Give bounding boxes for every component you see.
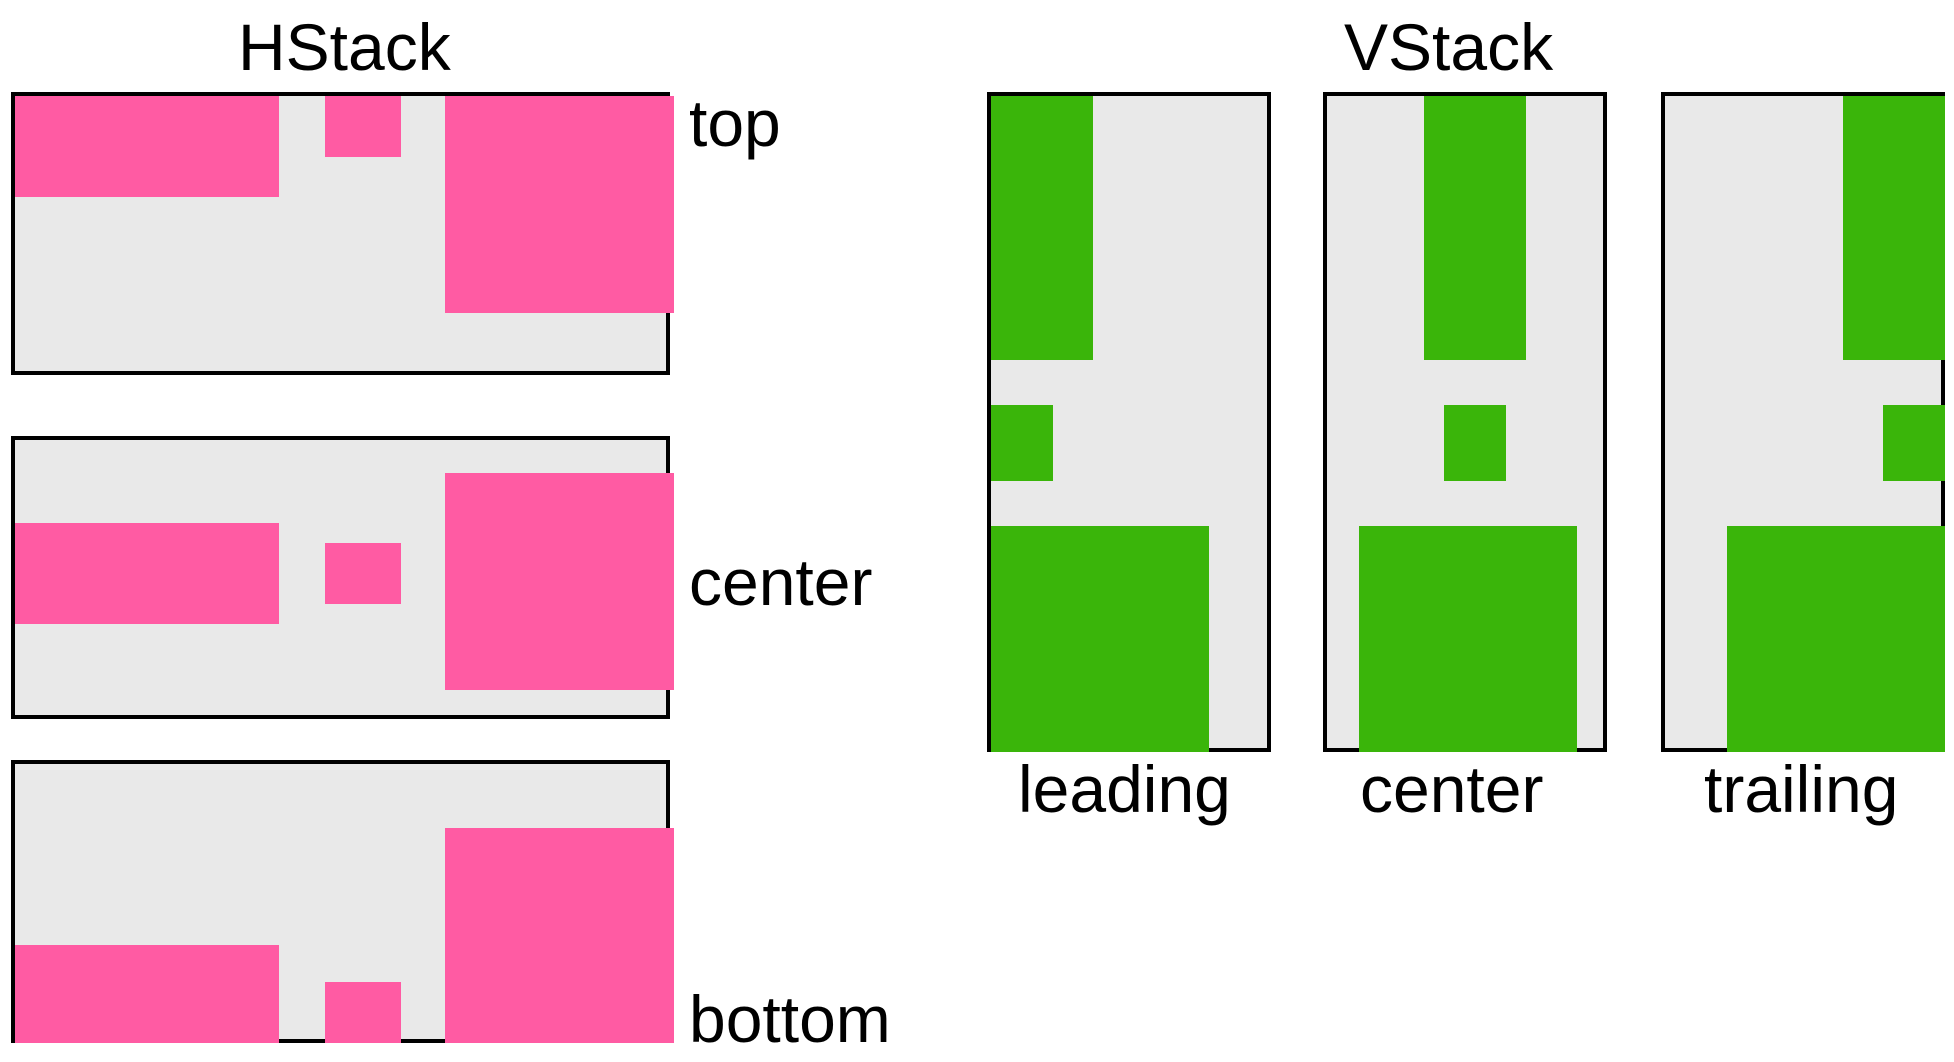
hstack-title: HStack	[238, 10, 451, 84]
vstack-center-large-block	[1359, 526, 1577, 752]
vstack-center-small-block	[1444, 405, 1506, 481]
vstack-trailing-small-block	[1883, 405, 1945, 481]
hstack-bottom-label: bottom	[689, 982, 891, 1056]
hstack-center-large-block	[445, 473, 674, 690]
hstack-center-small-block	[325, 543, 401, 604]
vstack-trailing-container	[1661, 92, 1945, 752]
vstack-trailing-large-block	[1727, 526, 1945, 752]
hstack-bottom-wide-block	[15, 945, 279, 1043]
vstack-leading-small-block	[991, 405, 1053, 481]
vstack-leading-large-block	[991, 526, 1209, 752]
hstack-bottom-container	[11, 760, 674, 1043]
vstack-leading-tall-block	[991, 96, 1093, 360]
vstack-center-label: center	[1360, 752, 1544, 826]
vstack-trailing-label: trailing	[1704, 752, 1899, 826]
vstack-leading-label: leading	[1018, 752, 1231, 826]
hstack-top-label: top	[689, 86, 781, 160]
vstack-center-tall-block	[1424, 96, 1526, 360]
hstack-top-large-block	[445, 96, 674, 313]
hstack-bottom-large-block	[445, 828, 674, 1043]
hstack-top-container	[11, 92, 674, 375]
vstack-center-container	[1323, 92, 1607, 752]
hstack-center-wide-block	[15, 523, 279, 624]
vstack-title: VStack	[1344, 10, 1554, 84]
hstack-top-wide-block	[15, 96, 279, 197]
hstack-top-small-block	[325, 96, 401, 157]
vstack-trailing-tall-block	[1843, 96, 1945, 360]
hstack-bottom-small-block	[325, 982, 401, 1043]
hstack-center-label: center	[689, 545, 873, 619]
hstack-center-container	[11, 436, 674, 719]
vstack-leading-container	[987, 92, 1271, 752]
